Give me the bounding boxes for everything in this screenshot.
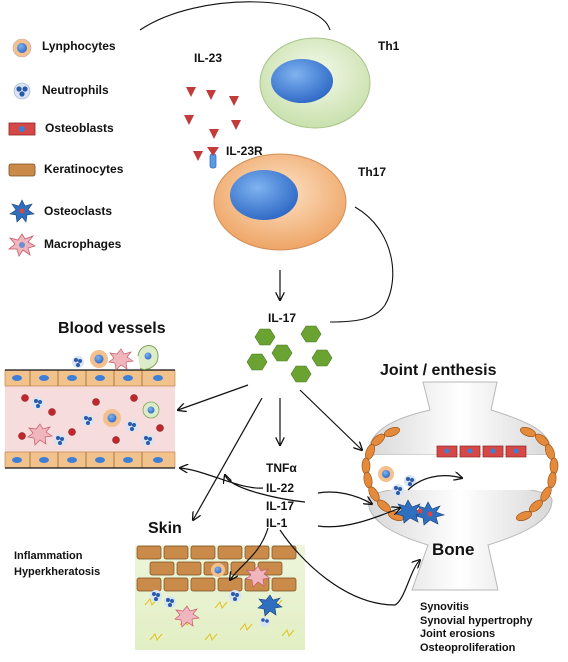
legend-osteoclasts-label: Osteoclasts [44, 204, 113, 218]
cytokine-tnfa: TNFα [266, 461, 297, 475]
legend-osteoclast-icon [9, 199, 35, 223]
legend-neutrophils-label: Neutrophils [42, 83, 109, 97]
il23-receptor-icon [209, 153, 217, 169]
cytokine-list: TNFα IL-22 IL-17 IL-1 [266, 461, 297, 531]
skin-tissue [135, 545, 305, 650]
joint-effects-list: Synovitis Synovial hypertrophy Joint ero… [420, 601, 532, 655]
joint-effect-osteoproliferation: Osteoproliferation [420, 641, 516, 654]
legend-keratinocyte-icon [8, 163, 36, 177]
blood-vessels-title: Blood vessels [58, 320, 166, 337]
legend-macrophage-icon [7, 233, 37, 257]
blood-vessel [4, 345, 176, 469]
joint-cells [378, 466, 446, 526]
joint-effect-synovial-hypertrophy: Synovial hypertrophy [420, 614, 533, 627]
il23r-label: IL-23R [226, 144, 263, 158]
synovial-lining [361, 427, 559, 521]
legend-keratinocytes-label: Keratinocytes [44, 162, 124, 176]
joint-effect-synovitis: Synovitis [420, 601, 469, 613]
skin-effect-inflammation: Inflammation [14, 550, 83, 562]
skin-effect-hyperkeratosis: Hyperkheratosis [14, 565, 101, 578]
th17-cell [207, 147, 394, 323]
skin-title: Skin [148, 520, 182, 537]
legend-macrophages-label: Macrophages [44, 237, 122, 251]
th17-label: Th17 [358, 165, 387, 179]
arrows [178, 384, 462, 606]
legend-osteoblast-icon [8, 122, 36, 136]
joint-osteoblasts [436, 445, 527, 458]
legend-neutrophil-icon [13, 82, 31, 100]
il17-label: IL-17 [268, 311, 297, 325]
il23-cytokines [184, 87, 241, 161]
cytokine-il22: IL-22 [266, 480, 295, 495]
th1-label: Th1 [378, 39, 400, 53]
joint-enthesis-title: Joint / enthesis [380, 362, 497, 379]
joint-effect-joint-erosions: Joint erosions [420, 628, 496, 641]
legend-osteoblasts-label: Osteoblasts [45, 121, 114, 135]
il23-label: IL-23 [194, 51, 223, 65]
cytokine-il17: IL-17 [266, 498, 295, 513]
il17-cytokines [246, 325, 333, 383]
bone-label: Bone [432, 540, 475, 559]
cytokine-il1: IL-1 [266, 516, 288, 531]
legend-lymphocyte-icon [12, 38, 32, 58]
skin-effects-list: Inflammation Hyperkheratosis [14, 550, 100, 578]
th1-cell [139, 1, 371, 129]
legend-lymphocytes-label: Lynphocytes [42, 39, 116, 53]
